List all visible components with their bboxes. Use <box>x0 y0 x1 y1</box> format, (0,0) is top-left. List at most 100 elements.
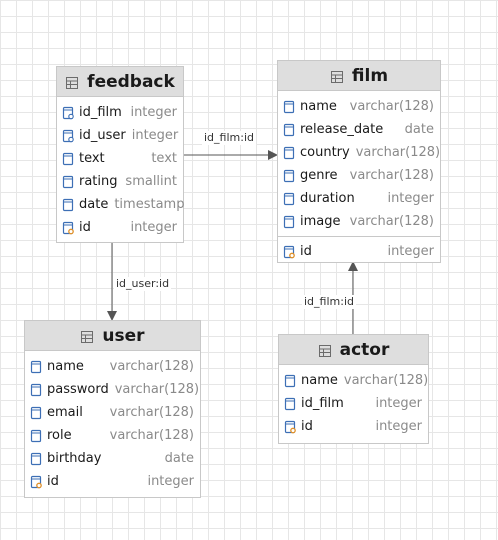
column-name: password <box>47 382 109 397</box>
column-name: release_date <box>300 122 384 137</box>
column-name: country <box>300 145 350 160</box>
column-row[interactable]: id integer <box>279 415 428 438</box>
column-name: text <box>79 151 105 166</box>
column-row[interactable]: birthday date <box>25 447 200 470</box>
column-name: id_film <box>301 396 344 411</box>
column-row[interactable]: name varchar(128) <box>278 95 440 118</box>
relation-label-actor-film: id_film:id <box>302 295 356 309</box>
column-name: name <box>47 359 84 374</box>
field-icon <box>61 175 75 189</box>
column-row[interactable]: id integer <box>25 470 200 493</box>
column-type: date <box>164 451 194 466</box>
column-name: id_film <box>79 105 122 120</box>
column-name: id <box>300 244 312 259</box>
primary-key-field-icon <box>282 245 296 259</box>
field-icon <box>29 383 43 397</box>
primary-key-field-icon <box>29 475 43 489</box>
column-name: date <box>79 197 109 212</box>
table-title: user <box>102 325 145 346</box>
column-name: role <box>47 428 72 443</box>
key-separator <box>278 236 440 237</box>
field-icon <box>283 397 297 411</box>
foreign-key-field-icon <box>61 106 75 120</box>
column-row[interactable]: country varchar(128) <box>278 141 440 164</box>
column-name: id <box>79 220 91 235</box>
column-type: varchar(128) <box>349 99 434 114</box>
column-type: varchar(128) <box>355 145 441 160</box>
column-name: name <box>300 99 337 114</box>
primary-key-field-icon <box>61 221 75 235</box>
column-name: email <box>47 405 83 420</box>
column-row[interactable]: name varchar(128) <box>279 369 428 392</box>
column-type: varchar(128) <box>109 359 194 374</box>
column-type: integer <box>147 474 194 489</box>
column-row[interactable]: email varchar(128) <box>25 401 200 424</box>
column-name: birthday <box>47 451 102 466</box>
field-icon <box>29 360 43 374</box>
column-type: varchar(128) <box>349 168 434 183</box>
column-row[interactable]: name varchar(128) <box>25 355 200 378</box>
column-row[interactable]: id integer <box>57 216 183 239</box>
column-name: rating <box>79 174 118 189</box>
table-icon <box>330 69 344 83</box>
column-type: integer <box>387 244 434 259</box>
column-type: integer <box>375 419 422 434</box>
table-title: film <box>351 65 389 86</box>
column-type: timestamp <box>114 197 185 212</box>
field-icon <box>282 169 296 183</box>
column-row[interactable]: genre varchar(128) <box>278 164 440 187</box>
column-row[interactable]: role varchar(128) <box>25 424 200 447</box>
field-icon <box>29 429 43 443</box>
field-icon <box>29 406 43 420</box>
column-row[interactable]: text text <box>57 147 183 170</box>
column-type: varchar(128) <box>109 428 194 443</box>
field-icon <box>282 215 296 229</box>
table-icon <box>318 343 332 357</box>
field-icon <box>282 146 296 160</box>
column-name: image <box>300 214 341 229</box>
table-title: feedback <box>87 71 175 92</box>
column-name: name <box>301 373 338 388</box>
column-name: genre <box>300 168 338 183</box>
column-type: integer <box>130 220 177 235</box>
relation-label-feedback-user: id_user:id <box>114 277 172 291</box>
field-icon <box>282 192 296 206</box>
column-row[interactable]: date timestamp <box>57 193 185 216</box>
table-header: feedback <box>57 67 183 97</box>
column-name: id <box>301 419 313 434</box>
column-row[interactable]: id integer <box>278 240 440 263</box>
column-type: varchar(128) <box>109 405 194 420</box>
table-header: user <box>25 321 200 351</box>
table-title: actor <box>339 339 390 360</box>
table-icon <box>65 75 79 89</box>
column-row[interactable]: id_user integer <box>57 124 183 147</box>
column-type: text <box>151 151 177 166</box>
column-type: varchar(128) <box>343 373 429 388</box>
table-header: actor <box>279 335 428 365</box>
column-name: id <box>47 474 59 489</box>
table-header: film <box>278 61 440 91</box>
foreign-key-field-icon <box>61 129 75 143</box>
relation-label-feedback-film: id_film:id <box>202 131 256 145</box>
column-name: id_user <box>79 128 126 143</box>
field-icon <box>61 198 75 212</box>
field-icon <box>282 123 296 137</box>
column-type: integer <box>131 128 179 143</box>
table-icon <box>80 329 94 343</box>
field-icon <box>29 452 43 466</box>
